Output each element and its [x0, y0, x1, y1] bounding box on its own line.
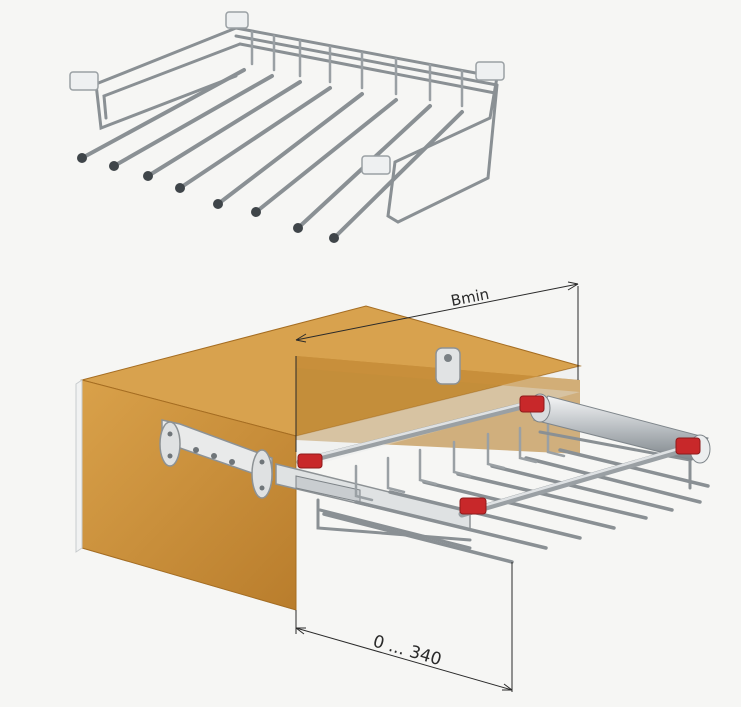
rack-prongs	[80, 68, 464, 240]
dimension-extension	[295, 562, 513, 692]
red-clips	[297, 395, 701, 515]
cabinet-front-edge	[75, 379, 83, 553]
wire-rack-top	[69, 11, 505, 243]
bmin-label: Bmin	[449, 285, 490, 310]
rear-mounting-bracket	[435, 347, 461, 385]
pull-out-prongs	[322, 448, 710, 564]
dimension-bmin	[295, 281, 579, 452]
rack-back-frame	[94, 26, 499, 224]
cabinet-assembly	[75, 305, 711, 611]
extension-label: 0 ... 340	[371, 632, 444, 671]
rack-mount-clips	[69, 11, 505, 175]
pull-out-rail	[275, 463, 471, 531]
rack-back-hooks	[250, 30, 464, 108]
pull-out-rods	[296, 400, 692, 518]
pull-out-basket-hooks	[354, 422, 566, 502]
rack-prong-tips	[77, 153, 339, 243]
pull-out-rods-highlight	[298, 400, 690, 514]
side-mounting-bracket	[159, 419, 273, 499]
